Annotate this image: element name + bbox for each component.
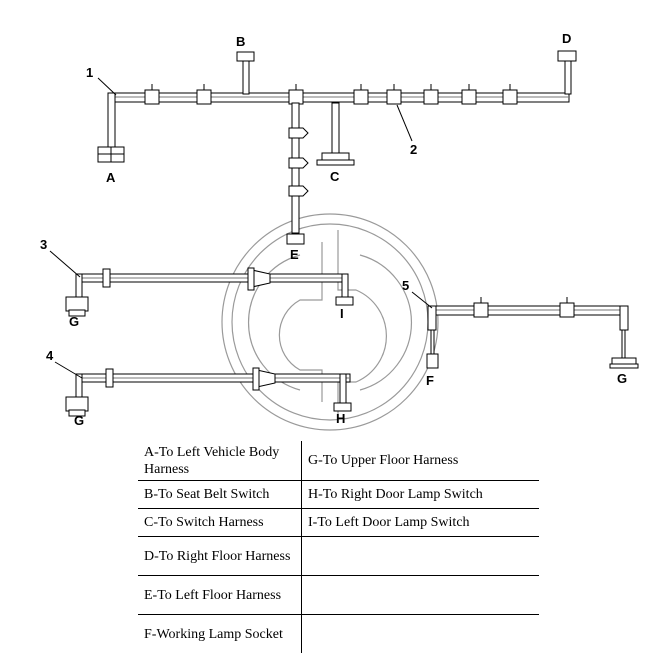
legend-cell: D-To Right Floor Harness: [138, 536, 302, 576]
legend-cell: E-To Left Floor Harness: [138, 575, 302, 615]
legend-cell: [301, 536, 539, 576]
callout-5: 5: [402, 278, 409, 293]
callout-4: 4: [46, 348, 54, 363]
connector-label-d: D: [562, 31, 571, 46]
callout-3: 3: [40, 237, 47, 252]
legend-cell: A-To Left Vehicle Body Harness: [138, 441, 302, 481]
legend-row: A-To Left Vehicle Body Harness G-To Uppe…: [138, 441, 539, 481]
harness-clip-group: [144, 84, 518, 105]
connector-label-b: B: [236, 34, 245, 49]
connector-label-g-harness4: G: [74, 413, 84, 428]
connector-label-c: C: [330, 169, 340, 184]
callout-2: 2: [410, 142, 417, 157]
connector-label-h: H: [336, 411, 345, 426]
callout-leaders: [49, 77, 433, 379]
harness-1: [97, 50, 577, 245]
legend-table: A-To Left Vehicle Body Harness G-To Uppe…: [138, 441, 539, 653]
harness-5: [426, 297, 639, 369]
legend-cell: I-To Left Door Lamp Switch: [301, 508, 539, 537]
legend-cell: B-To Seat Belt Switch: [138, 480, 302, 509]
legend-cell: H-To Right Door Lamp Switch: [301, 480, 539, 509]
legend-cell: [302, 615, 540, 654]
legend-row: B-To Seat Belt Switch H-To Right Door La…: [138, 480, 539, 509]
legend-cell: G-To Upper Floor Harness: [301, 441, 539, 481]
legend-row: F-Working Lamp Socket: [138, 614, 540, 654]
callout-1: 1: [86, 65, 93, 80]
legend-cell: [301, 575, 539, 615]
connector-label-f: F: [426, 373, 434, 388]
connector-label-g-harness5: G: [617, 371, 627, 386]
watermark-logo: [221, 213, 439, 431]
harness-3: [65, 267, 354, 317]
legend-cell: F-Working Lamp Socket: [138, 614, 302, 653]
legend-row: E-To Left Floor Harness: [138, 575, 539, 615]
connector-label-a: A: [106, 170, 116, 185]
harness-4: [65, 367, 352, 417]
legend-cell: C-To Switch Harness: [138, 508, 302, 537]
connector-label-g-harness3: G: [69, 314, 79, 329]
connector-label-i: I: [340, 306, 344, 321]
legend-row: D-To Right Floor Harness: [138, 536, 539, 576]
connector-label-e: E: [290, 247, 299, 262]
legend-row: C-To Switch Harness I-To Left Door Lamp …: [138, 508, 539, 537]
